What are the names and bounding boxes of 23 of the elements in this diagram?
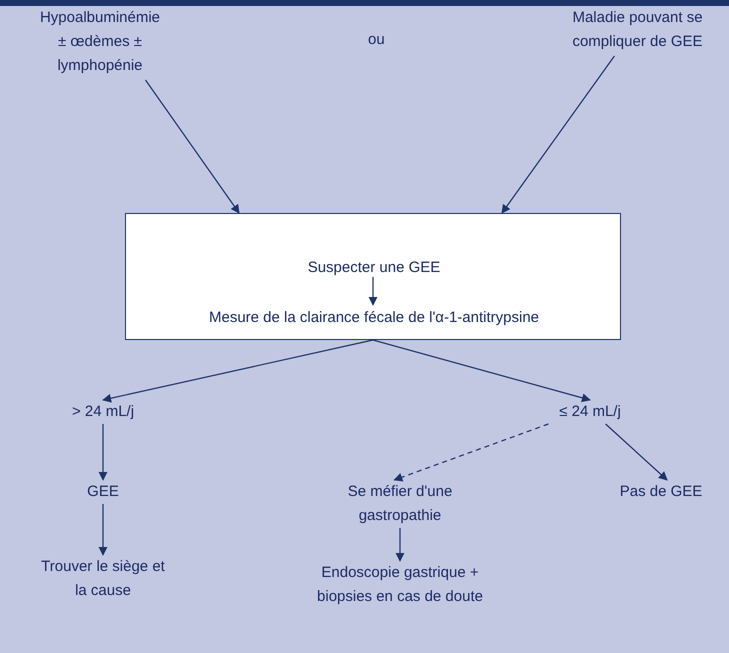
flow-text: Trouver le siège et la cause [38,555,168,603]
flow-text: Hypoalbuminémie ± œdèmes ± lymphopénie [35,6,165,80]
connector-word: ou [368,30,385,50]
arrow [98,504,108,556]
arrow [372,339,591,402]
arrow [501,56,615,214]
arrow [605,424,668,481]
arrow [145,80,240,214]
arrow [393,423,549,482]
arrow [396,528,404,562]
arrow [102,339,374,403]
flow-text: Mesure de la clairance fécale de l'α-1-antitrypsine [136,306,612,330]
flow-text: Maladie pouvant se compliquer de GEE [555,6,720,56]
flow-text: Suspecter une GEE [274,256,474,278]
arrow [98,424,108,481]
flow-text: Endoscopie gastrique + biopsies en cas de doute [315,561,485,633]
flow-text: Pas de GEE [600,480,722,504]
process-box [125,213,621,340]
flow-text: Se méfier d'une gastropathie [305,480,495,528]
flow-text: GEE [70,480,136,504]
arrow [368,277,378,306]
flow-text: > 24 mL/j [55,400,151,424]
flow-text: ≤ 24 mL/j [538,400,642,424]
